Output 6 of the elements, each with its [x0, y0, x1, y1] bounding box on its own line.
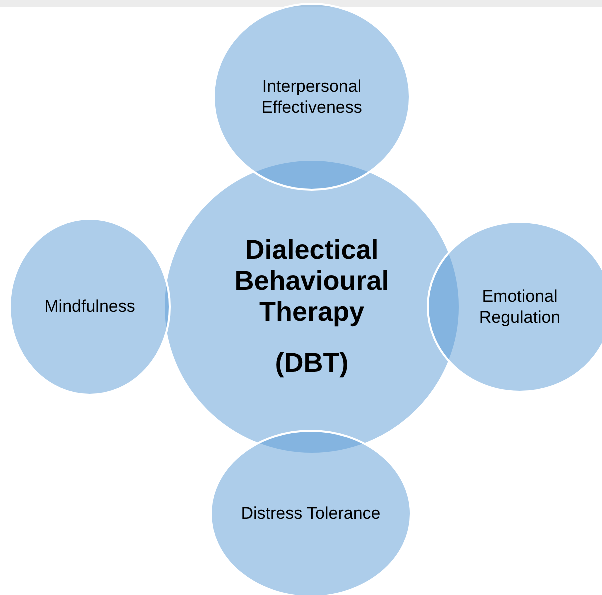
circle-label: Interpersonal Effectiveness — [260, 76, 364, 118]
title-text: Dialectical Behavioural Therapy — [234, 234, 390, 328]
title-text: (DBT) — [275, 348, 349, 380]
circle-label: Emotional Regulation — [478, 286, 562, 328]
circle-label: Distress Tolerance — [241, 503, 381, 525]
circle-label: Mindfulness — [44, 296, 136, 318]
